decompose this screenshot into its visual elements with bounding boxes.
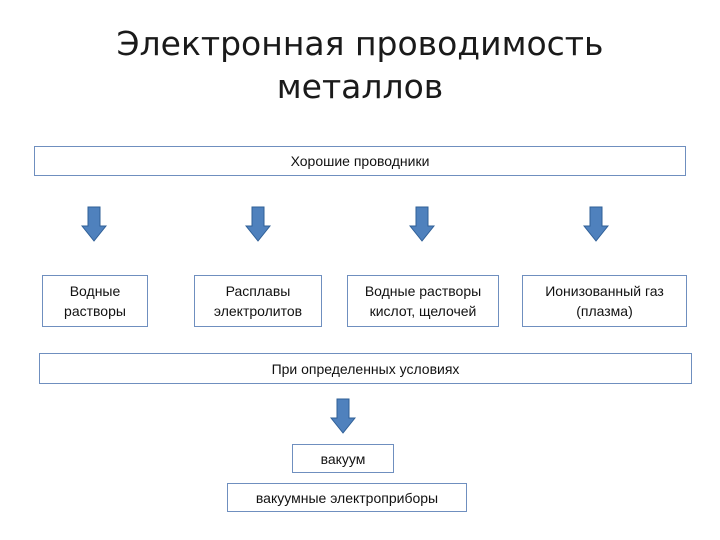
conductor-label-line-1: Ионизованный газ <box>545 283 664 299</box>
slide-title-line-2: металлов <box>276 67 444 106</box>
conductor-label-line-1: Водные <box>69 283 121 299</box>
conductor-label-line-2: растворы <box>64 303 126 319</box>
conductor-box-aqueous-solutions: Водные растворы <box>42 275 148 327</box>
down-arrow-icon <box>81 206 107 242</box>
good-conductors-label: Хорошие проводники <box>290 153 430 169</box>
conductor-label-line-2: (плазма) <box>576 303 633 319</box>
vacuum-devices-label: вакуумные электроприборы <box>255 489 439 506</box>
conductor-label-line-1: Водные растворы <box>364 283 482 299</box>
down-arrow-icon <box>330 398 356 434</box>
conductor-box-electrolyte-melts: Расплавы электролитов <box>194 275 322 327</box>
conductor-label-line-2: кислот, щелочей <box>369 303 477 319</box>
conductor-label-line-2: электролитов <box>213 303 303 319</box>
slide-title: Электронная проводимость металлов <box>60 22 660 108</box>
down-arrow-icon <box>409 206 435 242</box>
vacuum-label: вакуум <box>320 450 366 467</box>
vacuum-devices-box: вакуумные электроприборы <box>227 483 467 512</box>
down-arrow-icon <box>245 206 271 242</box>
down-arrow-icon <box>583 206 609 242</box>
conductor-box-ionized-gas: Ионизованный газ (плазма) <box>522 275 687 327</box>
good-conductors-box: Хорошие проводники <box>34 146 686 176</box>
condition-box: При определенных условиях <box>39 353 692 384</box>
slide-title-line-1: Электронная проводимость <box>116 24 604 63</box>
condition-label: При определенных условиях <box>271 360 460 377</box>
conductor-label-line-1: Расплавы <box>225 283 291 299</box>
vacuum-box: вакуум <box>292 444 394 473</box>
conductor-box-acid-alkali-solutions: Водные растворы кислот, щелочей <box>347 275 499 327</box>
